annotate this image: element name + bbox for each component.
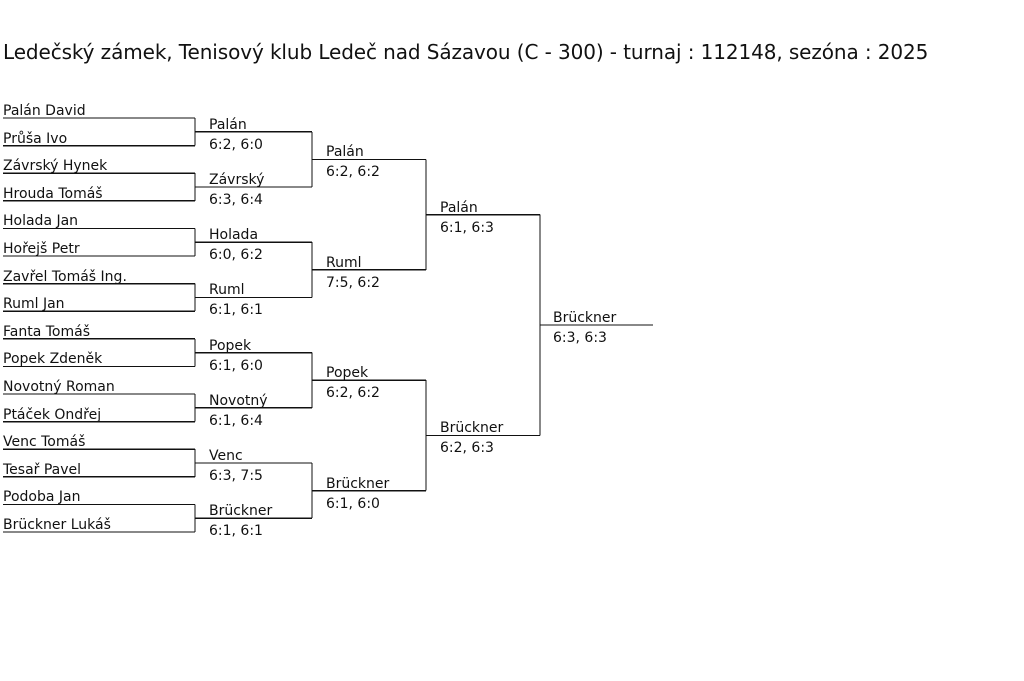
- match-winner: Palán: [440, 199, 478, 216]
- match-winner: Popek: [326, 365, 369, 382]
- player-name: Závrský Hynek: [3, 158, 108, 175]
- match-score: 6:3, 6:4: [209, 192, 263, 208]
- match-winner: Závrský: [209, 172, 265, 188]
- player-name: Brückner Lukáš: [3, 517, 111, 533]
- player-name: Hrouda Tomáš: [3, 185, 103, 202]
- match-score: 6:3, 7:5: [209, 468, 263, 484]
- match-score: 6:1, 6:1: [209, 523, 263, 540]
- match-score: 6:2, 6:2: [326, 385, 380, 402]
- match-score: 6:1, 6:0: [209, 357, 263, 374]
- player-name: Zavřel Tomáš Ing.: [3, 268, 127, 285]
- match-winner: Ruml: [326, 254, 362, 271]
- player-name: Ptáček Ondřej: [3, 406, 102, 423]
- match-winner: Brückner: [209, 503, 273, 520]
- match-score: 6:0, 6:2: [209, 247, 263, 264]
- match-winner: Novotný: [209, 392, 268, 409]
- match-score: 6:2, 6:3: [440, 440, 494, 457]
- match-score: 6:2, 6:0: [209, 136, 263, 153]
- player-name: Novotný Roman: [3, 379, 115, 395]
- match-score: 6:2, 6:2: [326, 164, 380, 181]
- player-name: Popek Zdeněk: [3, 351, 103, 368]
- match-score: 6:1, 6:3: [440, 219, 494, 236]
- match-score: 6:1, 6:1: [209, 302, 263, 319]
- match-winner: Palán: [209, 116, 247, 133]
- match-winner: Holada: [209, 227, 259, 244]
- match-winner: Popek: [209, 337, 252, 354]
- player-name: Podoba Jan: [3, 489, 81, 506]
- match-score: 7:5, 6:2: [326, 274, 380, 291]
- player-name: Venc Tomáš: [3, 434, 86, 451]
- player-name: Průša Ivo: [3, 130, 68, 147]
- match-score: 6:1, 6:0: [326, 495, 380, 512]
- match-winner: Brückner: [326, 475, 390, 492]
- match-score: 6:3, 6:3: [553, 330, 607, 346]
- player-name: Ruml Jan: [3, 296, 65, 313]
- player-name: Tesař Pavel: [3, 461, 82, 478]
- match-winner: Venc: [209, 448, 243, 464]
- match-winner: Ruml: [209, 282, 245, 299]
- player-name: Fanta Tomáš: [3, 323, 90, 340]
- match-score: 6:1, 6:4: [209, 412, 263, 429]
- match-winner: Brückner: [553, 310, 617, 326]
- match-winner: Palán: [326, 144, 364, 161]
- player-name: Palán David: [3, 103, 86, 119]
- player-name: Holada Jan: [3, 213, 79, 230]
- player-name: Hořejš Petr: [3, 241, 80, 257]
- match-winner: Brückner: [440, 420, 504, 437]
- page-title: Ledečský zámek, Tenisový klub Ledeč nad …: [3, 40, 929, 64]
